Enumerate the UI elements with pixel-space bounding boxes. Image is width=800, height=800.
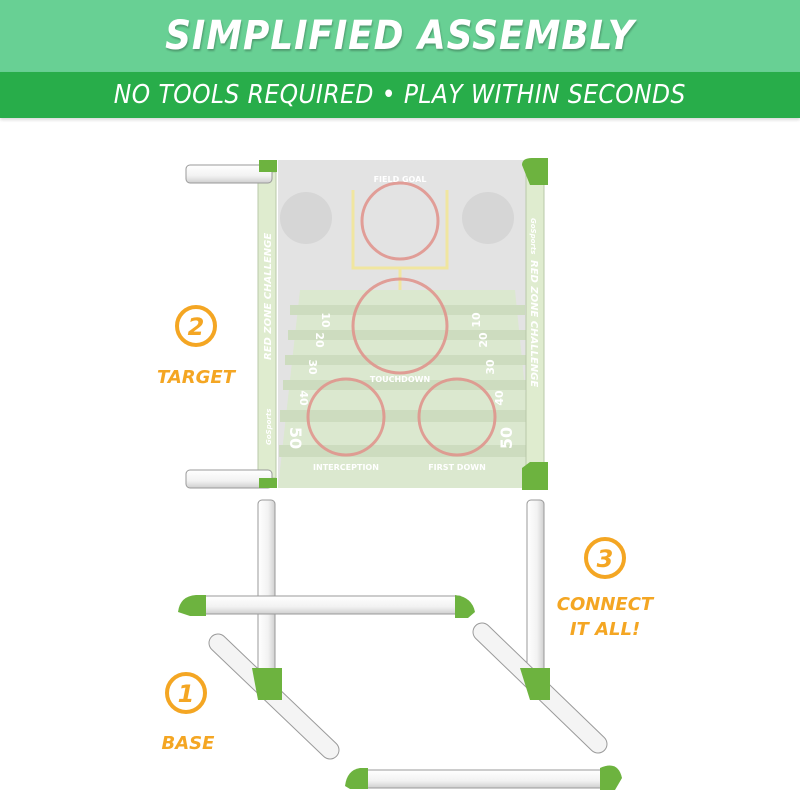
target-top-pipe xyxy=(185,164,273,184)
svg-text:2: 2 xyxy=(188,313,205,341)
svg-text:TARGET: TARGET xyxy=(157,367,237,388)
hole-touchdown xyxy=(351,277,449,375)
yard-20-right: 20 xyxy=(477,332,490,348)
header-subtitle-band: NO TOOLS REQUIRED • PLAY WITHIN SECONDS xyxy=(0,72,800,118)
step-1-base: 1 BASE xyxy=(162,672,216,754)
elbow-connector xyxy=(345,768,368,789)
elbow-connector xyxy=(455,595,475,618)
yard-10-left: 10 xyxy=(319,312,332,328)
elbow-connector xyxy=(178,595,206,616)
yard-10-right: 10 xyxy=(470,312,483,328)
hole-interception xyxy=(306,377,386,457)
hole-first-down xyxy=(417,377,497,457)
svg-text:IT ALL!: IT ALL! xyxy=(570,619,640,640)
hole-label-field-goal: FIELD GOAL xyxy=(374,175,427,184)
connector xyxy=(259,478,277,488)
svg-text:3: 3 xyxy=(597,545,614,573)
yard-50-left: 50 xyxy=(286,427,305,449)
left-post-pipe xyxy=(257,499,276,681)
svg-text:1: 1 xyxy=(178,680,195,708)
target-board: FIELD GOAL TOUCHDOWN INTERCEPTION FIRST … xyxy=(185,158,548,490)
helmet-right-icon xyxy=(462,192,514,244)
yard-40-right: 40 xyxy=(493,390,506,406)
yard-50-right: 50 xyxy=(497,427,516,449)
yard-30-left: 30 xyxy=(306,359,319,375)
yard-20-left: 20 xyxy=(313,332,326,348)
side-text-right: RED ZONE CHALLENGE xyxy=(528,260,539,387)
right-post-pipe xyxy=(526,499,545,681)
yard-40-left: 40 xyxy=(297,390,310,406)
header-title-band: SIMPLIFIED ASSEMBLY xyxy=(0,0,800,72)
hole-field-goal xyxy=(360,181,440,261)
tee-connector xyxy=(520,668,550,700)
helmet-left-icon xyxy=(280,192,332,244)
page-subtitle: NO TOOLS REQUIRED • PLAY WITHIN SECONDS xyxy=(113,80,687,110)
yard-30-right: 30 xyxy=(484,359,497,375)
tee-connector xyxy=(252,668,282,700)
base-frame xyxy=(178,595,622,790)
svg-text:BASE: BASE xyxy=(162,733,216,754)
hole-label-touchdown: TOUCHDOWN xyxy=(370,375,430,384)
elbow-connector xyxy=(522,462,548,490)
hole-label-first-down: FIRST DOWN xyxy=(428,463,486,472)
svg-text:CONNECT: CONNECT xyxy=(557,594,655,615)
step-2-target: 2 TARGET xyxy=(157,305,237,388)
brand-logo-right: GoSports xyxy=(529,218,537,254)
brand-logo-left: GoSports xyxy=(265,409,273,445)
step-3-connect: 3 CONNECT IT ALL! xyxy=(557,537,655,640)
elbow-connector xyxy=(600,765,622,790)
connector xyxy=(259,160,277,172)
hole-label-interception: INTERCEPTION xyxy=(313,463,379,472)
page-title: SIMPLIFIED ASSEMBLY xyxy=(165,13,635,59)
side-text-left: RED ZONE CHALLENGE xyxy=(263,233,274,360)
elbow-connector xyxy=(522,158,548,185)
